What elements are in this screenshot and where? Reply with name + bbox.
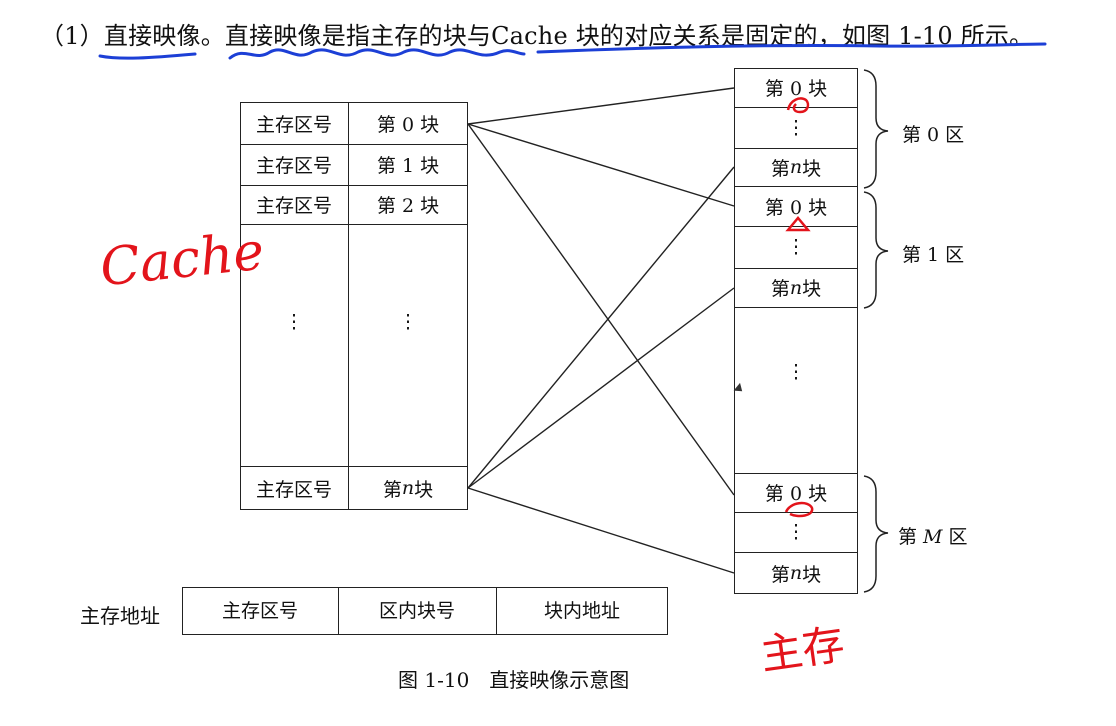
- mm-zone0-ellipsis: ⋮: [786, 116, 806, 139]
- main-memory-border: [734, 68, 858, 594]
- figure-caption: 图 1-10 直接映像示意图: [398, 668, 630, 692]
- zone-label-1: 第 1 区: [902, 240, 964, 267]
- blockn-suffix: 块: [802, 157, 822, 180]
- cache-row-line: [240, 144, 468, 145]
- map-line: [467, 166, 735, 489]
- red-mark: [784, 501, 814, 518]
- underline-sentence: [536, 42, 1047, 54]
- cache-block-n: 第 n 块: [348, 466, 468, 510]
- blockn-var: n: [789, 562, 803, 584]
- mm-row-line: [734, 473, 858, 474]
- cache-block-n-suffix: 块: [414, 478, 434, 501]
- cache-block-2: 第 2 块: [376, 195, 440, 217]
- zone-label-var: M: [923, 526, 943, 548]
- mm-zone1-blockn: 第 n 块: [734, 268, 858, 307]
- mm-zoneM-block0: 第 0 块: [764, 483, 828, 505]
- map-line: [467, 287, 735, 489]
- zone-label-prefix: 第: [898, 526, 924, 548]
- address-divider: [338, 587, 339, 635]
- mm-row-line: [734, 226, 858, 227]
- underline-term: [98, 52, 197, 60]
- mm-zone0-block0: 第 0 块: [764, 78, 828, 100]
- cache-region-cell: 主存区号: [255, 155, 332, 177]
- brace-zone1: [863, 191, 889, 309]
- red-mark: [785, 216, 811, 232]
- mm-row-line: [734, 512, 858, 513]
- mm-row-line: [734, 307, 858, 308]
- map-line: [467, 123, 735, 207]
- mm-zone1-block0: 第 0 块: [764, 196, 828, 219]
- cache-block-n-var: n: [401, 477, 415, 499]
- address-field-block: 区内块号: [378, 599, 455, 622]
- cache-block-1: 第 1 块: [376, 155, 440, 177]
- mm-zone0-blockn: 第 n 块: [734, 148, 858, 186]
- mm-row-line: [734, 186, 858, 187]
- mm-row-line: [734, 107, 858, 108]
- map-line: [467, 87, 735, 125]
- brace-zone0: [863, 69, 889, 189]
- heading-clause: 直接映像是指主存的块与: [224, 22, 492, 50]
- zone-label-M: 第 M 区: [898, 522, 968, 549]
- address-box: [182, 587, 668, 635]
- zone-label-suffix: 区: [939, 124, 965, 146]
- mm-zoneM-blockn: 第 n 块: [734, 552, 858, 594]
- zone-label-suffix: 区: [942, 526, 968, 548]
- address-label: 主存地址: [80, 604, 160, 628]
- cache-region-cell: 主存区号: [255, 478, 332, 501]
- cache-ellipsis: ⋮: [284, 311, 304, 333]
- heading-prefix: （1）: [40, 22, 104, 50]
- brace-zoneM: [863, 475, 889, 593]
- blockn-suffix: 块: [802, 563, 822, 586]
- blockn-var: n: [789, 156, 803, 178]
- zone-label-0: 第 0 区: [902, 120, 964, 147]
- mm-row-line: [734, 148, 858, 149]
- mm-row-line: [734, 268, 858, 269]
- cache-row-line: [240, 185, 468, 186]
- heading-sep: 。: [200, 22, 225, 50]
- address-divider: [496, 587, 497, 635]
- mm-zoneM-ellipsis: ⋮: [786, 521, 806, 543]
- zone-label-var: 0: [927, 124, 940, 146]
- mm-zone1-ellipsis: ⋮: [786, 236, 806, 258]
- cache-table-border: [240, 102, 468, 510]
- zone-label-var: 1: [927, 244, 940, 266]
- underline-wavy: [228, 48, 526, 60]
- mm-row-line: [734, 552, 858, 553]
- blockn-prefix: 第: [770, 157, 790, 180]
- red-mark: [786, 97, 810, 114]
- cache-row-line: [240, 224, 468, 225]
- blockn-suffix: 块: [802, 278, 822, 300]
- cache-table-divider: [348, 102, 349, 510]
- blockn-prefix: 第: [770, 563, 790, 586]
- address-field-region: 主存区号: [221, 599, 298, 622]
- blockn-var: n: [789, 276, 803, 299]
- blockn-prefix: 第: [770, 278, 790, 300]
- zone-label-prefix: 第: [902, 124, 928, 146]
- cache-block-n-prefix: 第: [382, 478, 402, 501]
- cache-block-0: 第 0 块: [376, 113, 440, 136]
- address-field-offset: 块内地址: [543, 599, 620, 622]
- cache-ellipsis: ⋮: [398, 311, 418, 333]
- cache-region-cell: 主存区号: [255, 113, 332, 136]
- zone-label-suffix: 区: [939, 244, 965, 266]
- handwritten-main-memory-label: 主存: [757, 619, 848, 680]
- cache-row-line: [240, 466, 468, 467]
- map-line: [467, 487, 735, 574]
- zone-label-prefix: 第: [902, 244, 928, 266]
- map-line: [467, 123, 735, 496]
- cache-region-cell: 主存区号: [255, 195, 332, 217]
- mm-middle-ellipsis: ⋮: [786, 361, 806, 383]
- heading-term: 直接映像: [103, 22, 201, 50]
